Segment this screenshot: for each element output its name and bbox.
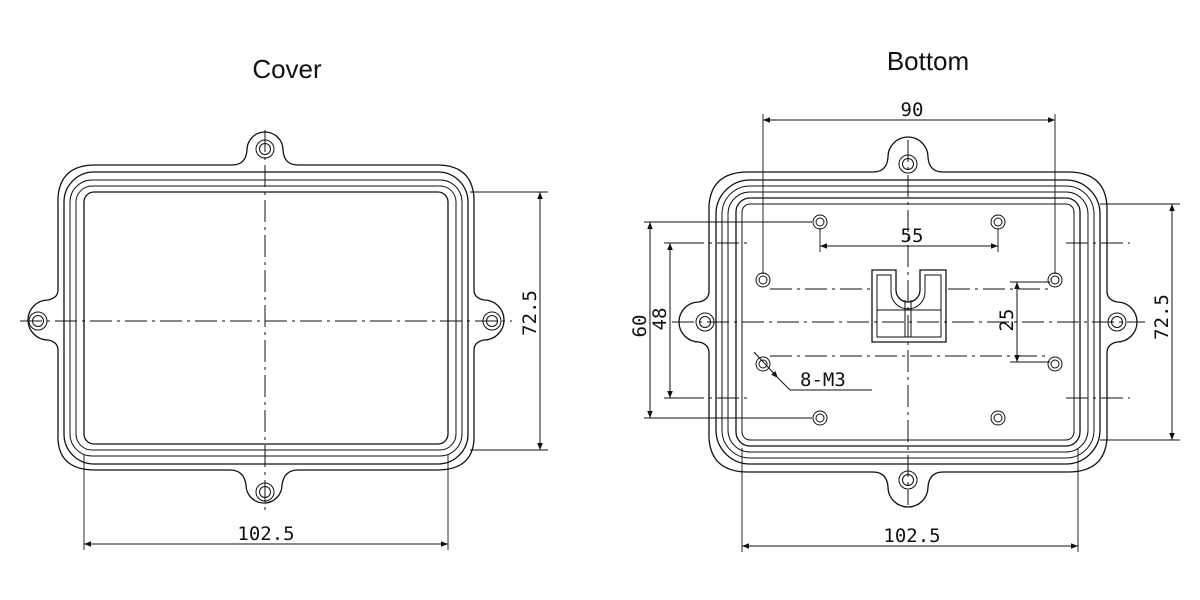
bottom-view: Bottom	[629, 46, 1180, 552]
bottom-dim-width: 102.5	[741, 448, 1079, 552]
bottom-dim-90: 90	[762, 99, 1056, 274]
m3-hole-icon	[1047, 356, 1063, 372]
m3-callout: 8-M3	[753, 351, 872, 391]
dim-48-label: 48	[649, 308, 671, 331]
cover-height-dimension: 72.5	[470, 191, 548, 451]
dim-90-label: 90	[901, 99, 924, 121]
bottom-dim-60: 60	[629, 221, 812, 419]
cover-width-label: 102.5	[237, 523, 294, 545]
cover-title: Cover	[252, 54, 322, 84]
dim-60-label: 60	[629, 315, 651, 338]
m3-hole-icon	[755, 356, 771, 372]
bottom-dim-height: 72.5	[1100, 203, 1180, 441]
dim-25-label: 25	[996, 309, 1018, 332]
m3-hole-icon	[990, 410, 1006, 426]
m3-hole-icon	[812, 410, 828, 426]
mounting-bracket	[871, 269, 947, 343]
cover-body	[27, 131, 505, 504]
m3-hole-icon	[1047, 272, 1063, 288]
cover-view: Cover 72.5	[20, 54, 548, 550]
bottom-height-label: 72.5	[1151, 294, 1173, 340]
cover-width-dimension: 102.5	[83, 455, 449, 550]
m3-callout-label: 8-M3	[800, 369, 846, 391]
m3-hole-icon	[812, 214, 828, 230]
bottom-dim-55: 55	[819, 225, 999, 252]
dim-55-label: 55	[901, 225, 924, 247]
bottom-title: Bottom	[887, 46, 969, 76]
m3-hole-icon	[755, 272, 771, 288]
bottom-dim-25: 25	[996, 281, 1050, 363]
cover-height-label: 72.5	[519, 290, 541, 336]
bottom-dim-48: 48	[649, 242, 682, 399]
m3-hole-icon	[990, 214, 1006, 230]
bottom-width-label: 102.5	[883, 525, 940, 547]
